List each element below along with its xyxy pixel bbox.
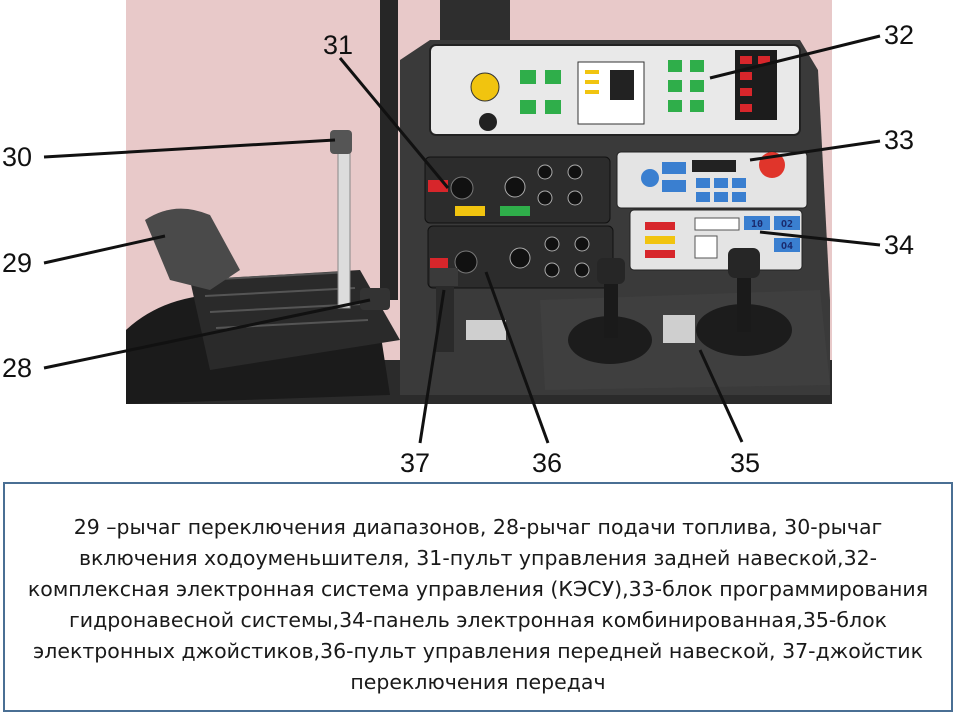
caption-text: 29 –рычаг переключения диапазонов, 28-ры… bbox=[27, 515, 929, 694]
callout-35: 35 bbox=[730, 448, 761, 478]
yellow-button bbox=[470, 72, 500, 102]
key-o4-label: O4 bbox=[781, 241, 793, 252]
callout-33: 33 bbox=[884, 125, 915, 155]
joystick-block bbox=[540, 248, 830, 390]
front-hitch-panel bbox=[427, 225, 614, 289]
gear-shift-joystick bbox=[430, 268, 506, 352]
leader-line-28 bbox=[43, 298, 371, 370]
callout-34: 34 bbox=[884, 230, 915, 260]
programming-block bbox=[616, 151, 808, 209]
crawler-gear-lever bbox=[330, 130, 352, 309]
leader-line-29 bbox=[43, 234, 166, 265]
leader-line-33 bbox=[749, 139, 881, 162]
callout-29: 29 bbox=[2, 248, 33, 278]
leader-line-36 bbox=[484, 271, 550, 444]
leader-line-30 bbox=[43, 138, 336, 159]
key-o2-label: O2 bbox=[781, 219, 793, 230]
callout-36: 36 bbox=[532, 448, 563, 478]
combined-panel: 10 O2 O4 bbox=[629, 209, 803, 271]
caption-box: 29 –рычаг переключения диапазонов, 28-ры… bbox=[3, 482, 953, 712]
callout-31: 31 bbox=[323, 30, 354, 60]
leader-line-34 bbox=[759, 230, 881, 247]
leader-line-37 bbox=[418, 289, 446, 444]
key-10-label: 10 bbox=[751, 219, 763, 230]
tractor-cab-photo: 10 O2 O4 bbox=[43, 0, 881, 444]
leader-line-32 bbox=[709, 34, 881, 80]
kesu-panel bbox=[429, 44, 801, 136]
callout-28: 28 bbox=[2, 353, 33, 383]
rear-hitch-panel bbox=[424, 156, 611, 224]
leader-line-35 bbox=[698, 349, 744, 443]
fuel-lever bbox=[360, 288, 390, 310]
cab-post bbox=[380, 0, 398, 300]
leader-line-31 bbox=[338, 57, 450, 189]
callout-30: 30 bbox=[2, 142, 33, 172]
callout-37: 37 bbox=[400, 448, 431, 478]
leader-lines bbox=[43, 34, 881, 444]
callout-32: 32 bbox=[884, 20, 915, 50]
